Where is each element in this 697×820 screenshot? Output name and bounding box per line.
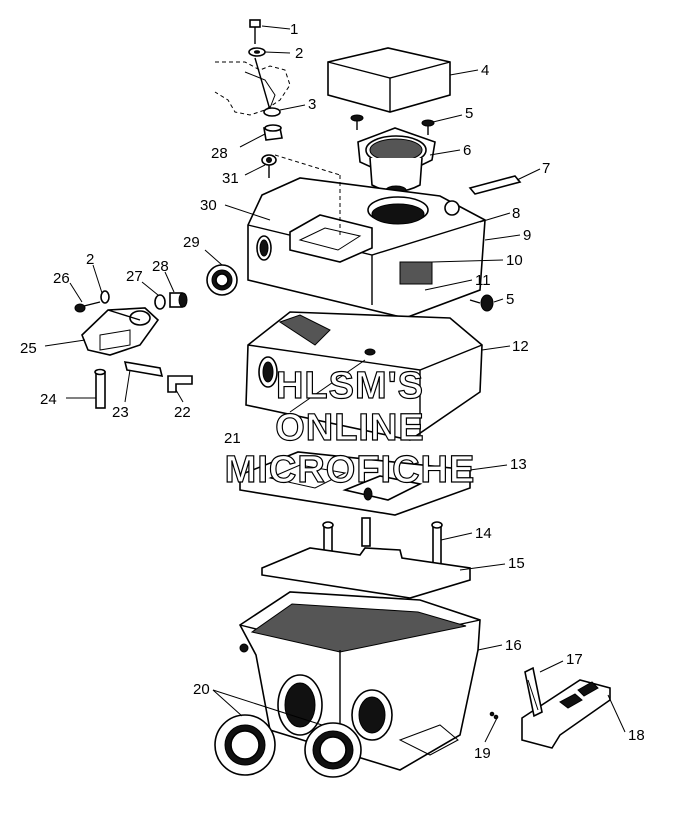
- part-screw-19: [489, 711, 499, 720]
- part-washer-2: [248, 47, 266, 57]
- callout-14: 14: [475, 525, 492, 542]
- callout-5-side: 5: [506, 291, 514, 308]
- part-stud-14-right: [431, 521, 443, 566]
- callout-1: 1: [290, 21, 298, 38]
- callout-16: 16: [505, 637, 522, 654]
- callout-11: 11: [475, 272, 491, 289]
- callout-23: 23: [112, 404, 129, 421]
- watermark-line-3: MICROFICHE: [225, 449, 476, 491]
- part-washer-27: [154, 294, 166, 310]
- part-seal-29: [206, 264, 238, 296]
- callout-18: 18: [628, 727, 645, 744]
- part-clip-31: [261, 154, 277, 178]
- part-plate-15: [261, 547, 471, 599]
- part-pin-24: [94, 368, 106, 409]
- leader-lines: [44, 25, 626, 743]
- part-air-filter-4: [327, 47, 451, 113]
- callout-9: 9: [523, 227, 531, 244]
- part-grommet-28-side: [169, 292, 188, 308]
- callout-21: 21: [224, 430, 241, 447]
- part-washer-2-side: [100, 290, 110, 304]
- part-elbow-22: [167, 375, 193, 393]
- part-bolt-26: [74, 301, 101, 313]
- callout-10: 10: [506, 252, 523, 269]
- callout-5: 5: [465, 105, 473, 122]
- part-screw-5-side: [469, 294, 494, 312]
- callout-3: 3: [308, 96, 316, 113]
- part-nut-3: [263, 107, 281, 117]
- callout-7: 7: [542, 160, 550, 177]
- part-seal-20-left: [214, 714, 276, 776]
- callout-22: 22: [174, 404, 191, 421]
- callout-8: 8: [512, 205, 520, 222]
- part-body-12: [245, 311, 483, 441]
- callout-19: 19: [474, 745, 491, 762]
- part-clip-17: [524, 666, 543, 718]
- callout-labels: 1 2 3 4 5 6 7 8 9 10 11 5 12 13 14 15 16…: [20, 21, 645, 762]
- callout-6: 6: [463, 142, 471, 159]
- callout-28-top: 28: [211, 145, 228, 162]
- callout-15: 15: [508, 555, 525, 572]
- callout-24: 24: [40, 391, 57, 408]
- part-stud-14-center: [361, 517, 371, 547]
- callout-30: 30: [200, 197, 217, 214]
- part-adapter-6: [357, 127, 436, 195]
- callout-13: 13: [510, 456, 527, 473]
- callout-17: 17: [566, 651, 583, 668]
- callout-4: 4: [481, 62, 489, 79]
- callout-31: 31: [222, 170, 239, 187]
- callout-26: 26: [53, 270, 70, 287]
- part-cover-8: [247, 177, 486, 319]
- callout-29: 29: [183, 234, 200, 251]
- callout-2-side: 2: [86, 251, 94, 268]
- part-housing-25: [81, 307, 160, 356]
- part-lower-box-16: [238, 591, 481, 771]
- part-seal-20-right: [304, 722, 362, 778]
- part-stud-14-left: [322, 521, 334, 566]
- part-gasket-13: [239, 451, 471, 516]
- watermark-line-1: HLSM'S: [276, 365, 424, 407]
- callout-12: 12: [512, 338, 529, 355]
- watermark-line-2: ONLINE: [275, 407, 425, 449]
- callout-20: 20: [193, 681, 210, 698]
- callout-28-side: 28: [152, 258, 169, 275]
- callout-27: 27: [126, 268, 143, 285]
- callout-25: 25: [20, 340, 37, 357]
- part-tube-23: [123, 361, 164, 377]
- part-screw-1: [249, 19, 261, 44]
- callout-2: 2: [295, 45, 303, 62]
- part-screw-5-left: [350, 114, 364, 130]
- part-screw-5-right: [421, 119, 435, 135]
- part-bracket-18: [521, 679, 611, 749]
- part-bracket-fragment: [214, 57, 291, 116]
- part-grommet-28-top: [263, 124, 283, 141]
- part-strip-7: [468, 175, 522, 195]
- watermark: HLSM'S ONLINE MICROFICHE: [224, 364, 476, 491]
